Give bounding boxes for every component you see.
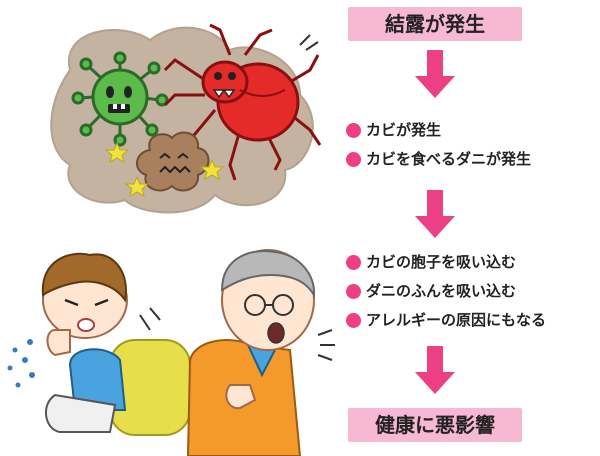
list-item: ダニのふんを吸い込む [346, 277, 546, 306]
bullet-dot [346, 255, 361, 270]
list-item: カビを食べるダニが発生 [346, 145, 531, 174]
bullet-dot [346, 152, 361, 167]
down-arrow-icon [415, 50, 455, 98]
group1-list: カビが発生 カビを食べるダニが発生 [346, 116, 531, 174]
bullet-dot [346, 284, 361, 299]
top-label: 結露が発生 [348, 7, 522, 41]
virus-icon [71, 51, 169, 147]
down-arrow-icon [415, 346, 455, 394]
elderly-man-illustration [186, 249, 335, 456]
down-arrow-icon [415, 190, 455, 238]
star-icon [104, 141, 225, 198]
mold-icon [136, 131, 210, 192]
group2-list: カビの胞子を吸い込む ダニのふんを吸い込む アレルギーの原因にもなる [346, 248, 546, 335]
list-item: カビが発生 [346, 116, 531, 145]
bottom-label: 健康に悪影響 [348, 408, 522, 442]
illustration [7, 23, 335, 456]
flow-column: 結露が発生 カビが発生 カビを食べるダニが発生 カビの胞子を吸い込む ダニのふん… [340, 0, 600, 456]
bullet-dot [346, 123, 361, 138]
list-item: アレルギーの原因にもなる [346, 306, 546, 335]
child-illustration [7, 252, 191, 436]
list-item: カビの胞子を吸い込む [346, 248, 546, 277]
bullet-dot [346, 313, 361, 328]
